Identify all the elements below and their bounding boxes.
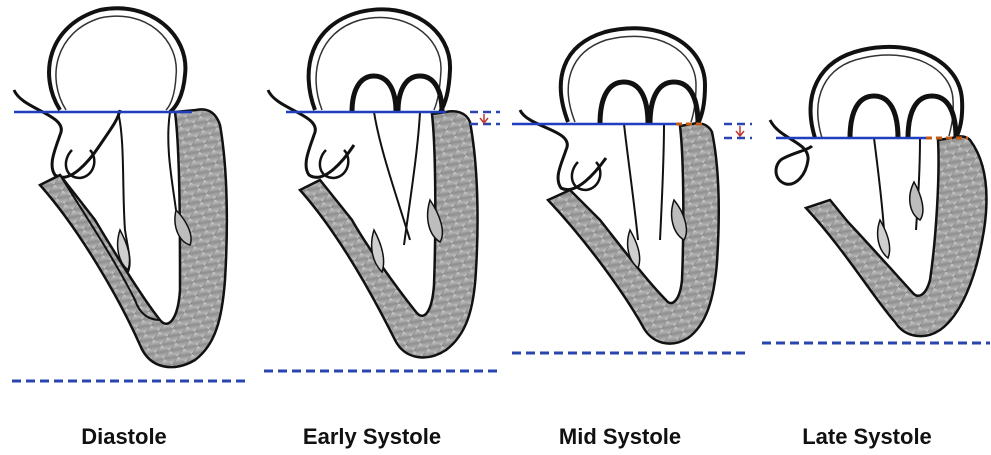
mitral-leaflet-anterior — [374, 112, 410, 240]
mitral-leaflet-anterior — [624, 124, 638, 240]
aortic-valve-cusps — [320, 150, 348, 178]
left-atrium-inner — [56, 16, 176, 110]
myocardium-wall — [40, 109, 227, 367]
down-arrow-icon — [480, 114, 488, 123]
down-arrow-icon — [736, 126, 744, 136]
caption-mid-systole: Mid Systole — [496, 424, 744, 450]
aortic-root — [520, 110, 606, 190]
aortic-valve-cusp-left — [850, 96, 898, 138]
left-atrium-inner — [568, 36, 696, 122]
aortic-valve-cusps — [66, 150, 94, 178]
mitral-leaflet-posterior — [660, 124, 664, 240]
left-atrium-outline — [49, 8, 185, 112]
panel-diastole — [12, 8, 246, 381]
caption-diastole: Diastole — [0, 424, 248, 450]
caption-early-systole: Early Systole — [248, 424, 496, 450]
left-atrium-outline — [811, 47, 963, 138]
left-atrium-inner — [316, 18, 441, 110]
myocardium-wall — [548, 123, 719, 343]
aortic-valve-cusp-right — [908, 96, 956, 138]
mitral-leaflet-posterior — [168, 112, 176, 210]
aortic-valve-cusp-left — [600, 82, 648, 124]
papillary-muscle-septal — [878, 220, 890, 258]
caption-late-systole: Late Systole — [743, 424, 991, 450]
left-atrium-outline — [561, 28, 705, 124]
left-atrium-outline — [309, 9, 450, 112]
myocardium-wall — [806, 136, 986, 336]
papillary-muscle — [910, 182, 923, 220]
aortic-valve-cusp-right — [650, 82, 698, 124]
myocardium-wall — [300, 111, 478, 357]
aortic-valve-cusps — [572, 162, 600, 190]
mitral-leaflet-posterior — [404, 112, 420, 245]
panel-early-systole — [264, 9, 500, 371]
aortic-root — [770, 120, 812, 184]
mitral-leaflet-anterior — [874, 138, 884, 230]
panel-late-systole — [762, 47, 990, 343]
panel-mid-systole — [512, 28, 752, 353]
aortic-valve-cusp-left — [352, 76, 396, 112]
